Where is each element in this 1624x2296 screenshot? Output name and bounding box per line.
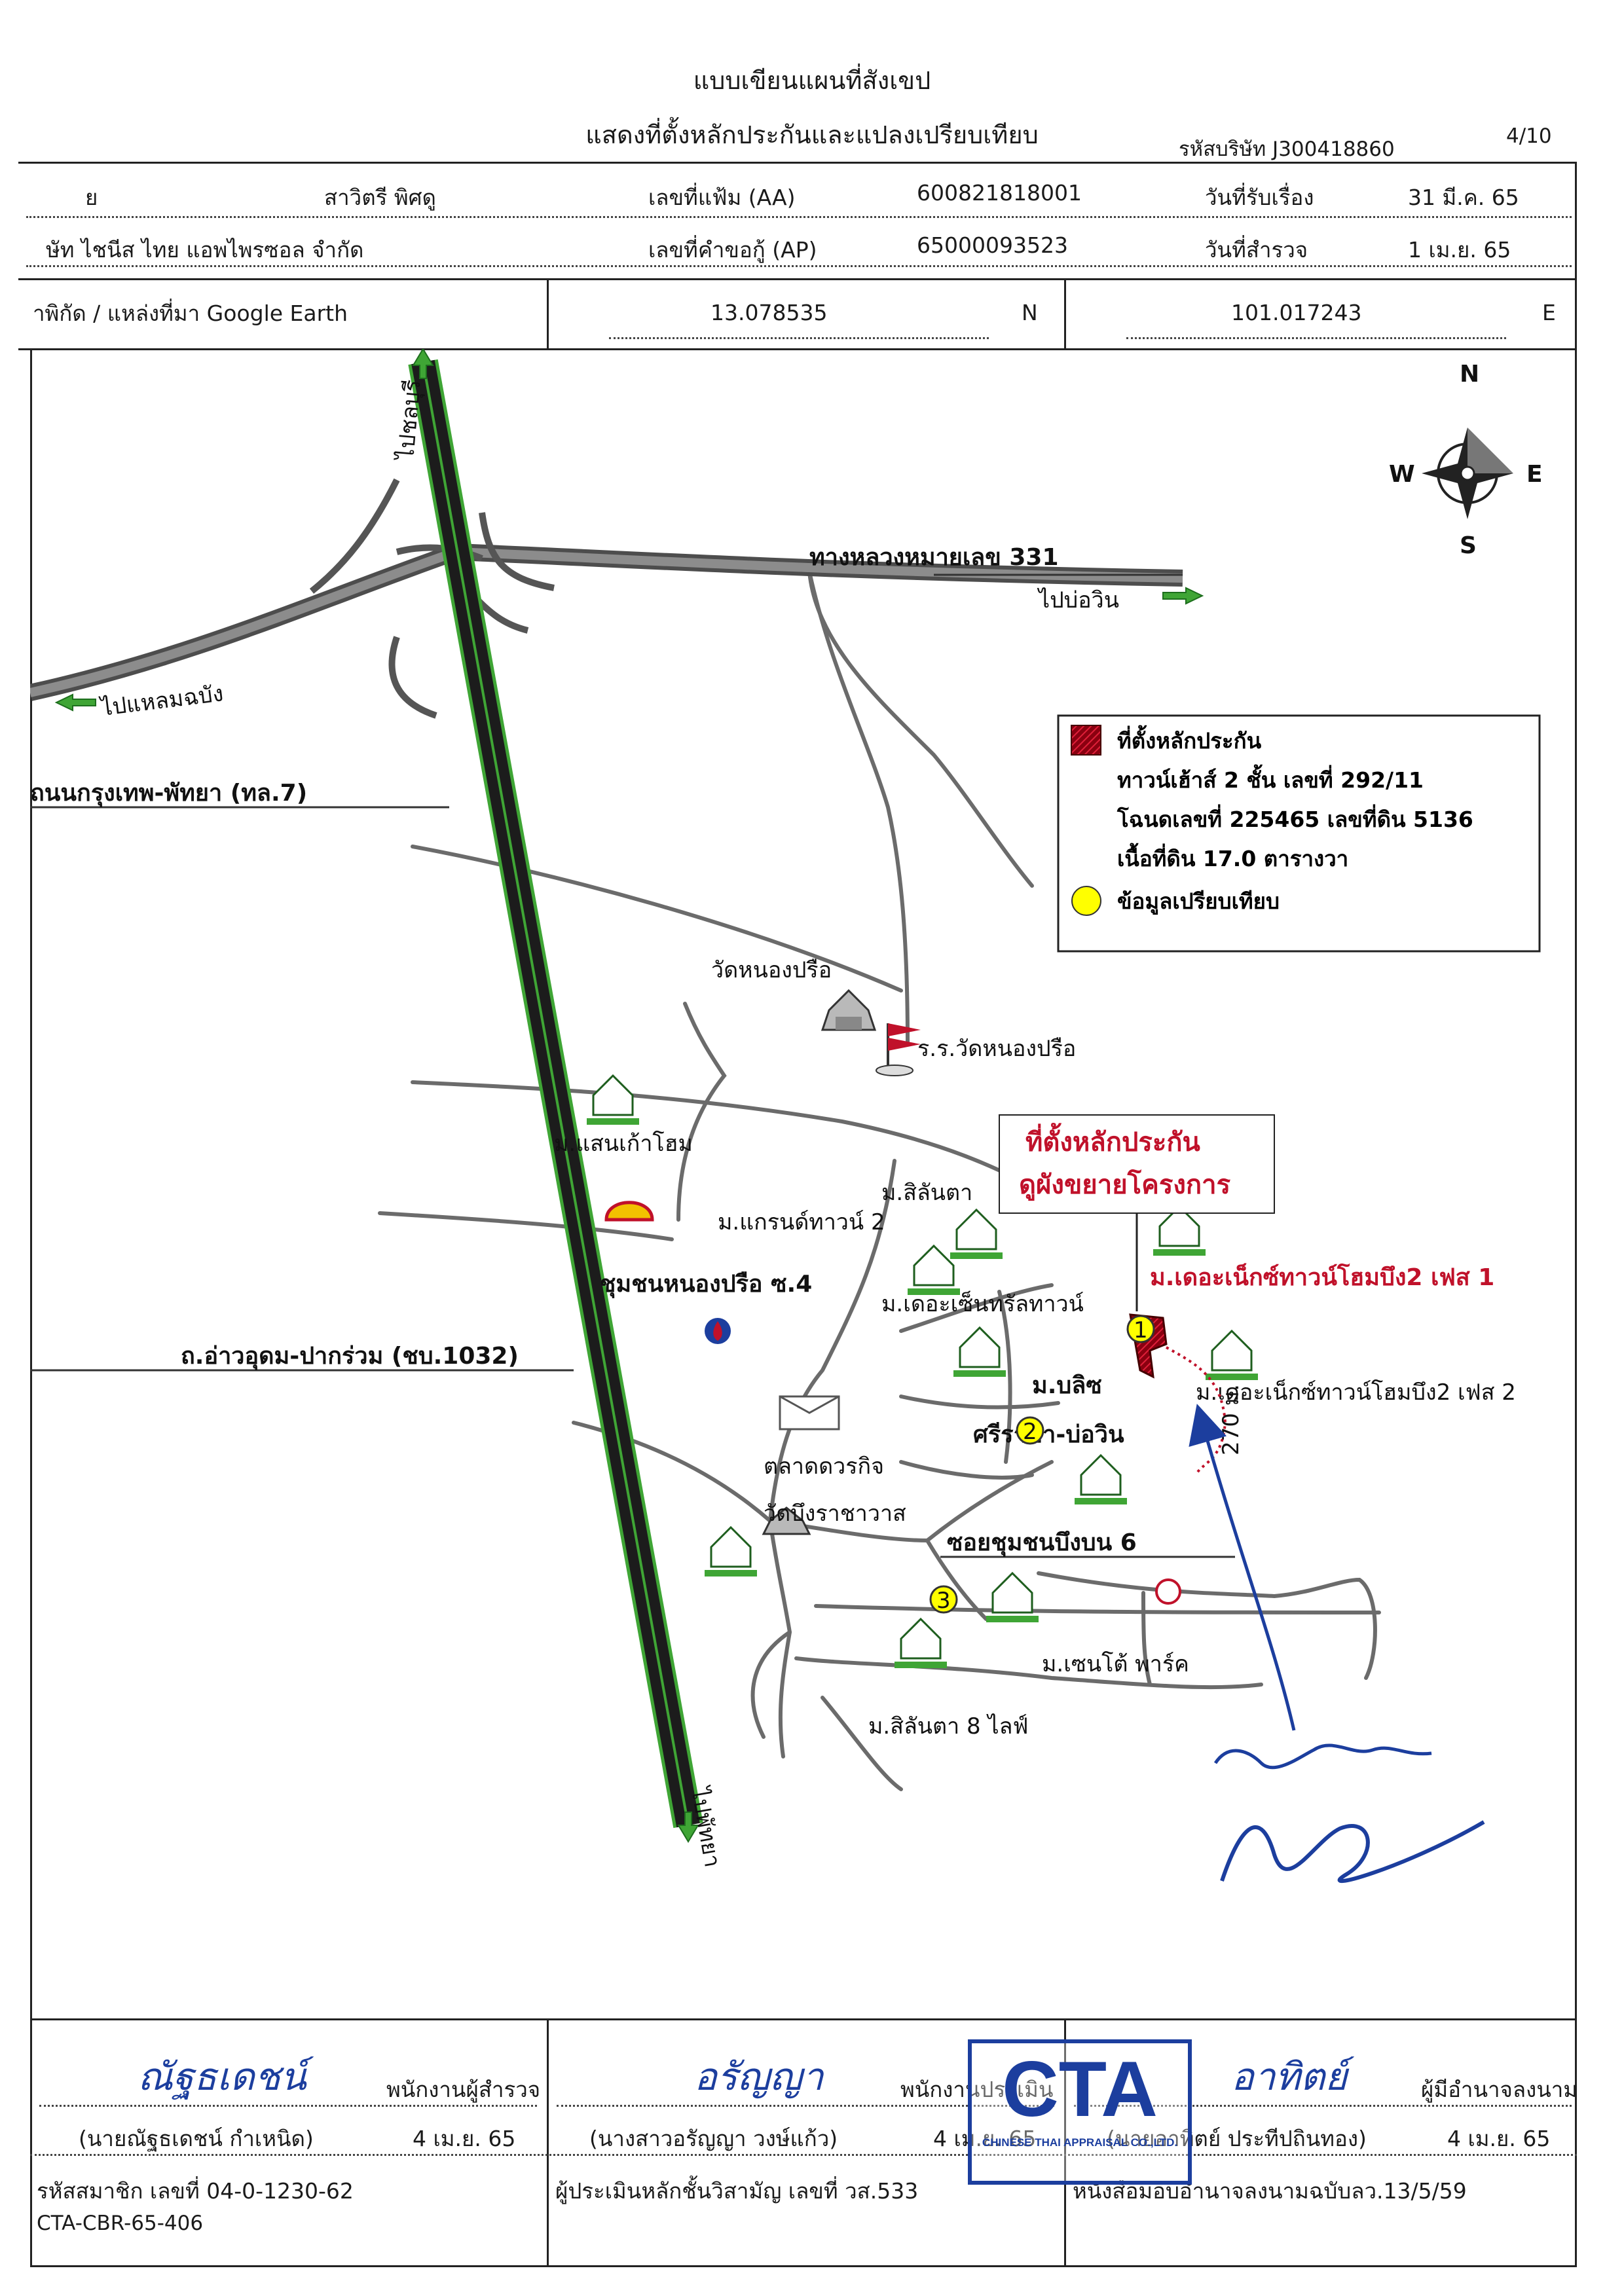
label-to-laemchabang: ไปแหลมฉบัง <box>98 680 225 721</box>
survey-date-label: วันที่สำรวจ <box>1205 237 1308 263</box>
authority-signature: อาทิตย์ <box>1231 2054 1348 2099</box>
collateral-swatch <box>1071 725 1101 756</box>
temple-icon <box>821 989 877 1031</box>
authority-name: (นายอาทิตย์ ประทีปถินทอง) <box>1107 2126 1367 2151</box>
label-bkk-pattaya: ถนนกรุงเทพ-พัทยา (ทล.7) <box>30 780 307 808</box>
title-line1: แบบเขียนแผนที่สังเขป <box>693 66 931 95</box>
callout-line2: ดูผังขยายโครงการ <box>1019 1169 1231 1201</box>
marker-2-label: 2 <box>1023 1419 1037 1445</box>
label-next1: ม.เดอะเน็กซ์ทาวน์โฮมบึง2 เฟส 1 <box>1150 1262 1494 1291</box>
customer-name: สาวิตรี พิศดู <box>324 185 436 210</box>
compass-north: N <box>1460 361 1479 388</box>
legend-collateral: ที่ตั้งหลักประกัน <box>1117 725 1262 754</box>
stamp-big-text: CTA <box>1002 2045 1158 2133</box>
latitude-direction: N <box>1022 300 1038 325</box>
label-centro: ม.เซนโต้ พาร์ค <box>1042 1651 1189 1677</box>
label-market2: วัดบึงราชาวาส <box>764 1501 906 1527</box>
label-silanta8: ม.สิลันตา 8 ไลฟ์ <box>868 1713 1028 1740</box>
callout-line1: ที่ตั้งหลักประกัน <box>1025 1123 1200 1157</box>
label-wat: วัดหนองปรือ <box>711 957 832 983</box>
label-saenkao: ม.แสนเก้าโฮม <box>554 1131 693 1157</box>
ink-arrow <box>1189 1404 1296 1731</box>
label-central-town: ม.เดอะเซ็นทรัลทาวน์ <box>881 1290 1084 1317</box>
surveyor-signature: ณัฐธเดชน์ <box>138 2054 306 2099</box>
stamp-small-text: CHINESE THAI APPRAISAL CO.,LTD. <box>982 2136 1178 2149</box>
compass-south: S <box>1460 532 1477 559</box>
highway-7 <box>408 359 703 1829</box>
file-number-label: เลขที่แฟ้ม (AA) <box>648 185 796 210</box>
label-bliss2: ศรีราชา-บ่อวิน <box>973 1421 1124 1448</box>
label-silanta: ม.สิลันตา <box>881 1180 972 1206</box>
label-school: ร.ร.วัดหนองปรือ <box>917 1036 1076 1062</box>
callout-box <box>999 1114 1275 1214</box>
marker-1 <box>1126 1315 1155 1343</box>
info-prefix-2: ษัท ไชนีส ไทย แอพไพรซอล จำกัด <box>46 237 364 263</box>
label-to-chonburi: ไปชลบุรี <box>393 378 426 462</box>
marker-3 <box>929 1585 958 1614</box>
label-hwy331: ทางหลวงหมายเลข 331 <box>809 544 1059 571</box>
ink-scrawl-2 <box>1220 1820 1485 1884</box>
file-number-value: 600821818001 <box>917 180 1082 206</box>
appraiser-role: พนักงานประเมิน <box>900 2077 1054 2102</box>
page-number: 4/10 <box>1506 124 1552 148</box>
member-number: รหัสสมาชิก เลขที่ 04-0-1230-62 <box>37 2178 354 2204</box>
marker-2 <box>1016 1416 1044 1445</box>
surveyor-role: พนักงานผู้สำรวจ <box>386 2077 541 2102</box>
survey-date-value: 1 เม.ย. 65 <box>1408 237 1511 263</box>
ink-scrawl-1 <box>1213 1743 1432 1770</box>
company-code: รหัสบริษัท J300418860 <box>1179 137 1395 161</box>
marker-3-label: 3 <box>936 1588 951 1614</box>
shell-station-icon <box>604 1201 654 1222</box>
label-market1: ตลาดดวรกิจ <box>764 1453 884 1480</box>
area-map: N S W E ไปชลบุรี ทางหลวงหมายเลข 331 ไปบ่… <box>30 349 1543 1884</box>
label-grand-town2: ม.แกรนด์ทาวน์ 2 <box>718 1209 885 1235</box>
received-date-value: 31 มี.ค. 65 <box>1408 185 1519 210</box>
marker-1-label: 1 <box>1134 1317 1148 1343</box>
company-stamp: CTA CHINESE THAI APPRAISAL CO.,LTD. <box>968 2039 1192 2185</box>
label-next2: ม.เดอะเน็กซ์ทาวน์โฮมบึง2 เฟส 2 <box>1196 1379 1516 1406</box>
authority-role: ผู้มีอำนาจลงนาม <box>1421 2077 1578 2102</box>
surveyor-name: (นายณัฐธเดชน์ กำเหนิด) <box>79 2126 314 2151</box>
longitude-value: 101.017243 <box>1231 300 1362 325</box>
authority-date: 4 เม.ย. 65 <box>1447 2126 1551 2151</box>
compass-east: E <box>1526 461 1543 488</box>
legend-line2: ทาวน์เฮ้าส์ 2 ชั้น เลขที่ 292/11 <box>1117 764 1424 793</box>
request-number-value: 65000093523 <box>917 232 1068 258</box>
appraiser-name: (นางสาวอรัญญา วงษ์แก้ว) <box>589 2126 838 2151</box>
market-icon <box>779 1395 840 1430</box>
compass-west: W <box>1389 461 1415 488</box>
received-date-label: วันที่รับเรื่อง <box>1205 185 1314 210</box>
label-bliss1: ม.บลิซ <box>1032 1372 1102 1399</box>
latitude-value: 13.078535 <box>710 300 828 325</box>
legend-compare: ข้อมูลเปรียบเทียบ <box>1117 888 1280 915</box>
label-to-bowin: ไปบ่อวิน <box>1037 587 1119 613</box>
label-road-1032: ถ.อ่าวอุดม-ปากร่วม (ชบ.1032) <box>181 1343 519 1371</box>
legend-line3: โฉนดเลขที่ 225465 เลขที่ดิน 5136 <box>1116 804 1473 832</box>
appraiser-signature: อรัญญา <box>694 2054 824 2099</box>
appraiser-date: 4 เม.ย. 65 <box>933 2126 1037 2151</box>
title-line2: แสดงที่ตั้งหลักประกันและแปลงเปรียบเทียบ <box>585 120 1039 149</box>
info-prefix-1: ย <box>85 185 98 210</box>
longitude-direction: E <box>1542 300 1556 325</box>
coord-source-label: าพิกัด / แหล่งที่มา Google Earth <box>33 301 348 326</box>
house-icons <box>587 1074 1258 1668</box>
temple-small-icon <box>762 1506 811 1535</box>
ptt-station-icon <box>705 1318 731 1344</box>
compare-swatch <box>1071 886 1101 916</box>
direction-arrows <box>54 349 1204 1843</box>
local-roads <box>378 570 1381 1791</box>
appraiser-license: ผู้ประเมินหลักชั้นวิสามัญ เลขที่ วส.533 <box>555 2178 919 2204</box>
label-soi6: ซอยชุมชนบึงบน 6 <box>947 1529 1137 1558</box>
legend-box <box>1057 714 1541 953</box>
gas-icon <box>1155 1578 1181 1605</box>
label-community: ชุมชนหนองปรือ ซ.4 <box>600 1271 812 1299</box>
school-flag-icon <box>876 1023 921 1076</box>
request-number-label: เลขที่คำขอกู้ (AP) <box>648 237 817 263</box>
legend-line4: เนื้อที่ดิน 17.0 ตารางวา <box>1117 843 1348 871</box>
document-code: CTA-CBR-65-406 <box>37 2212 204 2235</box>
compass-rose-icon <box>1422 428 1513 519</box>
label-distance: 270 ม. <box>1218 1384 1244 1455</box>
surveyor-date: 4 เม.ย. 65 <box>413 2126 516 2151</box>
